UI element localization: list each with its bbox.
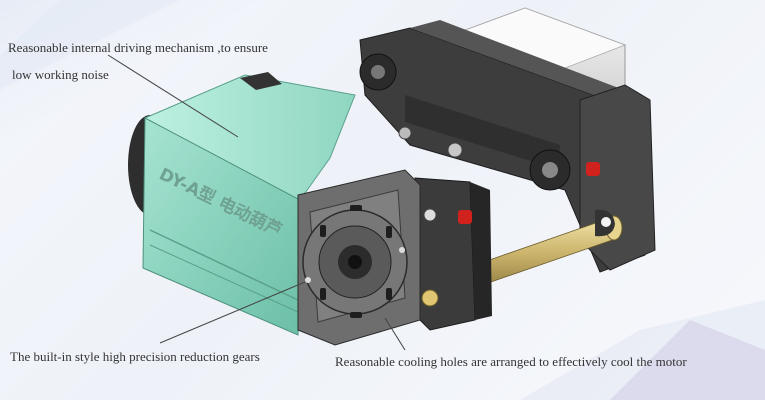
cooling-holes	[320, 205, 392, 318]
callout-cooling-holes: Reasonable cooling holes are arranged to…	[335, 354, 687, 369]
trolley-frame	[359, 7, 656, 273]
gearbox-end	[297, 169, 421, 346]
callout-leaders	[107, 54, 406, 351]
motor-housing: DY-A型 电动葫芦	[128, 72, 356, 336]
callout-driving-mechanism-line1: Reasonable internal driving mechanism ,t…	[8, 40, 268, 55]
mounting-bracket	[414, 177, 492, 331]
callout-reduction-gears: The built-in style high precision reduct…	[10, 349, 260, 364]
callout-driving-mechanism-line2: low working noise	[12, 67, 109, 82]
